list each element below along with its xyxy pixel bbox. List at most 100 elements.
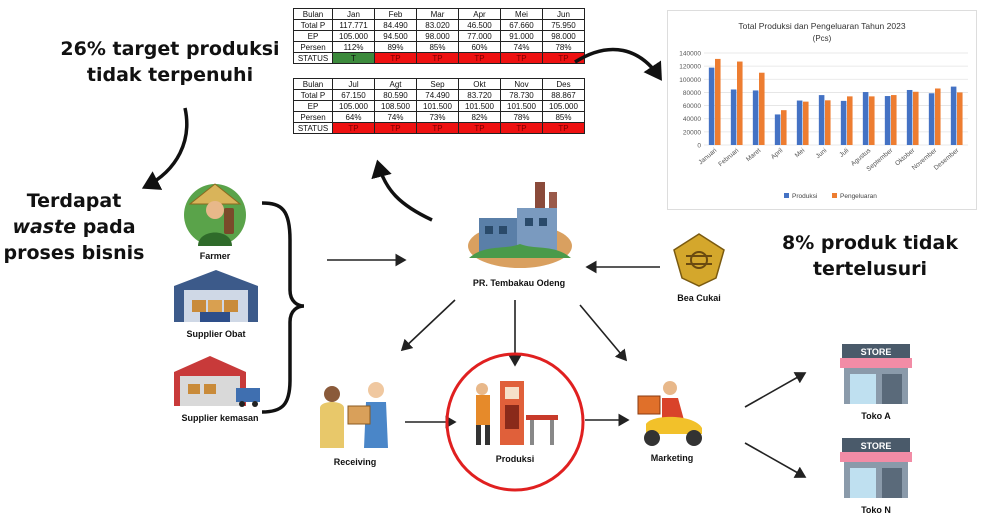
trace-callout-line2: tertelusuri [812,258,928,280]
waste-emphasis: waste [12,216,77,238]
produksi-label: Produksi [495,454,535,464]
y-tick-label: 60000 [683,103,701,110]
farmer-label: Farmer [199,251,231,261]
toko-a-node: STORE Toko A [836,340,916,421]
table-row-label: STATUS [293,122,333,134]
customs-emblem-icon [673,233,725,287]
store-icon: STORE [840,344,912,404]
x-tick-label: Juli [838,147,850,159]
bar-produksi [950,86,957,145]
table-cell: 98.000 [542,30,585,42]
bar-pengeluaran [737,61,743,145]
target-callout-line1: 26% target produksi [60,38,280,60]
legend-label: Pengeluaran [840,193,877,200]
chart-subtitle: (Pcs) [813,34,832,43]
trace-callout: 8% produk tidak tertelusuri [760,230,980,282]
chart-svg: Total Produksi dan Pengeluaran Tahun 202… [679,21,968,200]
bar-pengeluaran [869,96,875,145]
bar-pengeluaran [803,101,809,145]
legend-label: Produksi [792,193,817,200]
supplier-obat-label: Supplier Obat [186,329,246,339]
production-chart: Total Produksi dan Pengeluaran Tahun 202… [667,10,977,210]
bar-pengeluaran [847,96,853,145]
y-tick-label: 0 [697,143,701,150]
supplier-obat-node: Supplier Obat [170,268,262,339]
produksi-node: Produksi [470,375,560,464]
factory-to-receiving-arrow [400,299,456,352]
bar-produksi [884,96,891,145]
factory-node: PR. Tembakau Odeng [465,178,585,288]
bar-produksi [818,95,825,145]
bar-pengeluaran [957,92,963,145]
table-row-label: STATUS [293,52,333,64]
status-cell: TP [374,52,417,64]
status-cell: TP [542,122,585,134]
y-tick-label: 20000 [683,129,701,136]
receiving-label: Receiving [333,457,377,467]
bar-pengeluaran [759,72,765,145]
status-cell: TP [500,122,543,134]
target-callout-line2: tidak terpenuhi [86,64,254,86]
receiving-people-icon [320,382,388,448]
waste-callout-line2: waste pada [0,214,148,240]
marketing-label: Marketing [650,453,694,463]
store-sign-text: STORE [861,441,892,451]
y-tick-label: 120000 [679,64,701,71]
bar-pengeluaran [781,110,787,145]
toko-n-label: Toko N [861,505,891,515]
y-tick-label: 140000 [679,51,701,58]
legend-swatch [832,193,837,198]
status-cell: TP [332,122,375,134]
y-tick-label: 100000 [679,77,701,84]
bar-pengeluaran [825,100,831,145]
status-cell: TP [374,122,417,134]
factory-warehouse-icon [174,356,260,407]
store-icon: STORE [840,438,912,498]
toko-n-node: STORE Toko N [836,434,916,515]
receiving-node: Receiving [310,378,400,467]
bea-cukai-node: Bea Cukai [666,230,732,303]
bar-pengeluaran [913,91,919,145]
table-cell: 75.950 [542,19,585,31]
bar-produksi [906,89,913,145]
warehouse-icon [174,270,258,322]
status-cell: TP [500,52,543,64]
marketing-node: Marketing [632,378,712,463]
delivery-scooter-icon [637,381,702,446]
chart-title: Total Produksi dan Pengeluaran Tahun 202… [738,21,905,31]
bar-produksi [752,90,759,145]
y-tick-label: 80000 [683,90,701,97]
bar-produksi [796,100,803,145]
legend-swatch [784,193,789,198]
bar-produksi [840,100,847,145]
target-callout: 26% target produksi tidak terpenuhi [55,36,285,88]
table-cell: 105.000 [542,100,585,112]
status-cell: TP [542,52,585,64]
target-to-waste-arrow [141,107,189,190]
farmer-node: Farmer [178,180,252,261]
waste-callout-rest: pada [76,216,136,238]
marketing-to-toko-a-arrow [744,372,807,408]
bar-produksi [730,89,737,145]
supplier-kemasan-label: Supplier kemasan [181,413,259,423]
bar-produksi [862,92,869,145]
bar-produksi [708,67,715,145]
supplier-brace [261,201,305,414]
bar-pengeluaran [891,95,897,145]
bar-pengeluaran [935,88,941,145]
waste-callout-line1: Terdapat [26,190,122,212]
bar-produksi [928,93,935,145]
